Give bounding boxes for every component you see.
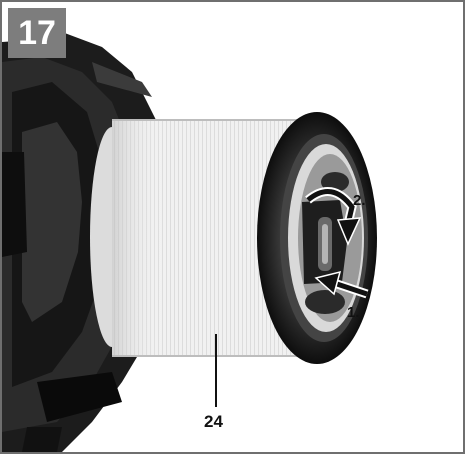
part-number-label: 24 xyxy=(204,412,223,431)
step-2-label: 2. xyxy=(353,192,366,209)
arrow-curved-icon xyxy=(305,187,362,246)
filter-end-cap xyxy=(257,112,377,364)
figure-number: 17 xyxy=(8,8,66,58)
arrow-straight-icon xyxy=(314,270,369,299)
step-1-label: 1. xyxy=(347,304,360,321)
